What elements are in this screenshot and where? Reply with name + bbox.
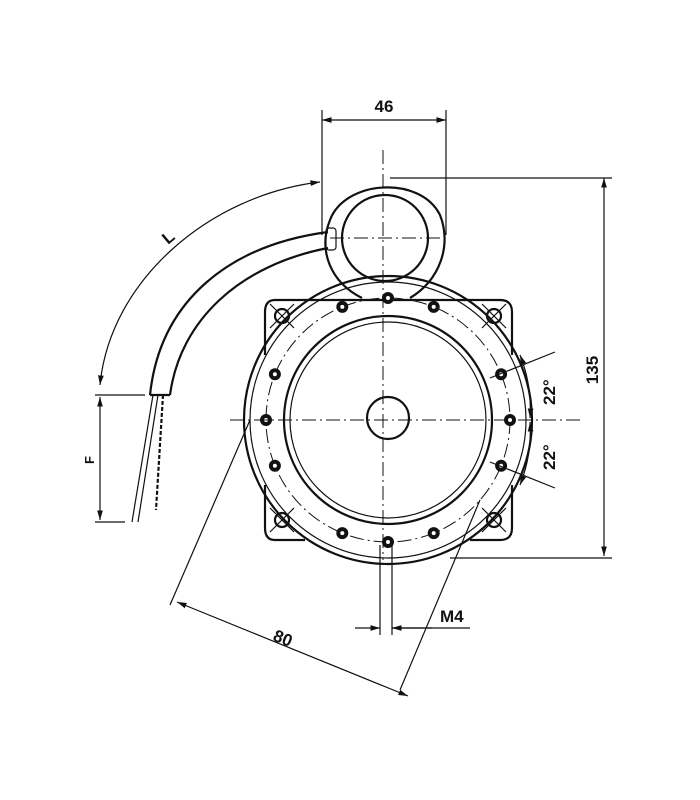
dim-F: F <box>82 456 97 464</box>
dim-135: 135 <box>583 356 602 384</box>
corner-hole <box>485 511 503 529</box>
angle-lower: 22° <box>540 444 559 470</box>
thread-M4: M4 <box>440 607 464 626</box>
corner-hole <box>485 307 503 325</box>
cable <box>131 230 329 523</box>
dim-80: 80 <box>271 626 296 651</box>
angle-upper: 22° <box>540 379 559 405</box>
dim-L: L <box>158 227 178 248</box>
corner-holes <box>269 303 507 533</box>
corner-hole <box>273 511 291 529</box>
dim-46: 46 <box>375 97 394 116</box>
shaft-hub <box>365 395 411 441</box>
square-flange <box>263 298 514 542</box>
